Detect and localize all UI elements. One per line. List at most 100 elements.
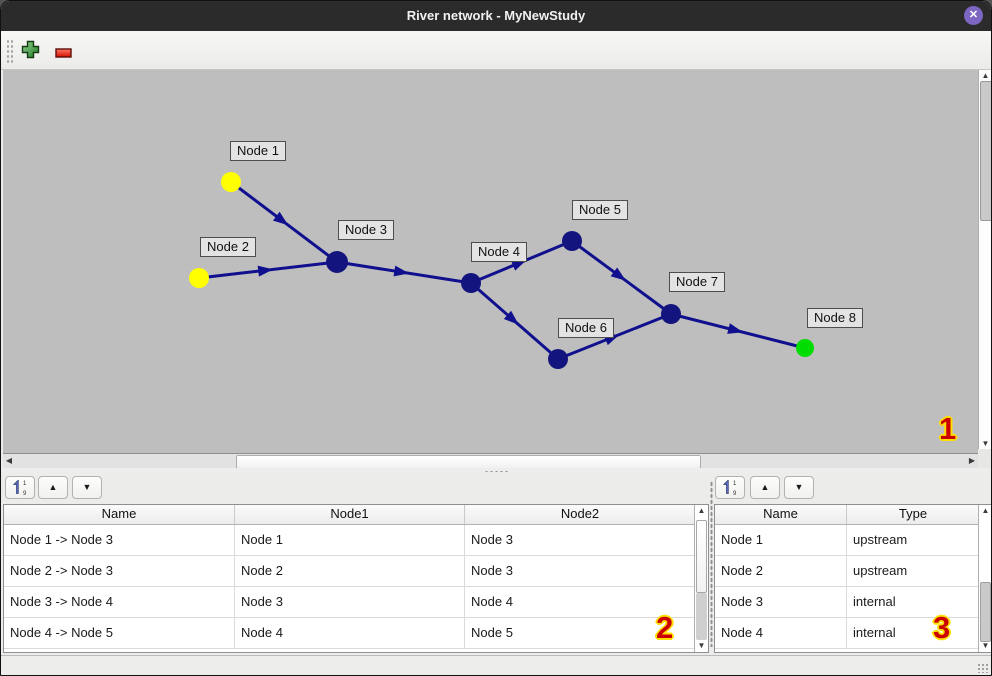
node-label[interactable]: Node 1 [230,141,286,161]
table-cell[interactable]: Node 1 [715,525,847,555]
canvas-vertical-scrollbar[interactable]: ▲ ▼ [978,70,991,449]
table-cell[interactable]: internal [853,594,896,609]
table-cell[interactable]: Node 2 [235,556,465,586]
scroll-track[interactable] [696,593,707,640]
scroll-right-icon[interactable]: ▶ [968,456,976,465]
nodes-move-down-button[interactable]: ▼ [784,476,814,499]
table-cell[interactable]: Node 4 [715,618,847,648]
links-table-scrollbar[interactable]: ▲ ▼ [694,505,708,652]
annotation-2: 2 [656,610,674,645]
status-bar [1,655,991,675]
table-cell[interactable]: Node 5 [471,625,513,640]
annotation-1: 1 [939,411,957,446]
column-header[interactable]: Name [4,505,235,524]
table-cell[interactable]: Node 1 -> Node 3 [4,525,235,555]
node-label[interactable]: Node 5 [572,200,628,220]
node-circle[interactable] [461,273,481,293]
table-cell[interactable]: Node 3 -> Node 4 [4,587,235,617]
vertical-scroll-thumb[interactable] [980,81,991,221]
scroll-up-icon[interactable]: ▲ [981,71,990,80]
edge-arrow-icon [257,265,274,277]
table-row[interactable]: Node 2 upstream [715,556,978,587]
node-circle[interactable] [221,172,241,192]
node-label[interactable]: Node 8 [807,308,863,328]
table-cell[interactable]: Node 2 -> Node 3 [4,556,235,586]
node-circle[interactable] [326,251,348,273]
edge-arrow-icon [510,259,527,271]
title-bar[interactable]: River network - MyNewStudy ✕ [1,1,991,31]
scroll-up-icon[interactable]: ▲ [697,506,706,515]
add-node-button[interactable] [21,40,40,64]
network-canvas[interactable]: Node 1 Node 2 Node 3 Node 4 Node 5 Node 6 Node… [3,70,978,453]
canvas-horizontal-scrollbar[interactable]: ◀ ▶ [3,453,978,469]
table-cell[interactable]: Node 4 [471,594,513,609]
table-cell[interactable]: Node 3 [235,587,465,617]
table-cell[interactable]: Node 2 [715,556,847,586]
node-circle[interactable] [661,304,681,324]
column-header[interactable]: Node2 [560,506,600,521]
scroll-down-icon[interactable]: ▼ [981,439,990,448]
node-label[interactable]: Node 3 [338,220,394,240]
close-button[interactable]: ✕ [964,6,983,25]
table-row[interactable]: Node 3 internal [715,587,978,618]
column-header[interactable]: Name [715,505,847,524]
annotation-3: 3 [933,610,951,645]
resize-grip[interactable] [977,663,989,673]
column-header[interactable]: Node1 [235,505,465,524]
table-row[interactable]: Node 1 upstream [715,525,978,556]
node-label[interactable]: Node 4 [471,242,527,262]
links-move-up-button[interactable]: ▲ [38,476,68,499]
table-cell[interactable]: upstream [853,532,908,547]
edge-arrow-icon [393,265,410,277]
river-network-diagram [189,172,814,369]
table-cell[interactable]: Node 3 [715,587,847,617]
window-title: River network - MyNewStudy [406,8,586,23]
up-triangle-icon: ▲ [760,482,770,492]
table-cell[interactable]: Node 1 [235,525,465,555]
node-label[interactable]: Node 6 [558,318,614,338]
links-move-down-button[interactable]: ▼ [72,476,102,499]
node-label[interactable]: Node 7 [669,272,725,292]
scroll-up-icon[interactable]: ▲ [981,506,990,515]
table-cell[interactable]: Node 4 -> Node 5 [4,618,235,648]
node-circle[interactable] [562,231,582,251]
svg-text:1: 1 [23,481,27,487]
table-cell[interactable]: Node 3 [471,563,513,578]
node-circle[interactable] [548,349,568,369]
scroll-left-icon[interactable]: ◀ [5,456,13,465]
node-circle[interactable] [189,268,209,288]
remove-node-button[interactable] [55,45,72,63]
splitter-handle [710,481,713,647]
scroll-down-icon[interactable]: ▼ [981,641,990,650]
links-sort-button[interactable]: 1 9 [5,476,35,499]
sort-icon: 1 9 [12,479,27,496]
node-label[interactable]: Node 2 [200,237,256,257]
toolbar-drag-handle[interactable] [6,39,14,63]
table-cell[interactable]: Node 3 [471,532,513,547]
node-circle[interactable] [796,339,814,357]
splitter-handle [484,470,510,473]
table-cell[interactable]: Node 4 [235,618,465,648]
nodes-move-up-button[interactable]: ▲ [750,476,780,499]
horizontal-splitter[interactable] [1,468,991,475]
table-cell[interactable]: upstream [853,563,908,578]
scroll-down-icon[interactable]: ▼ [697,641,706,650]
horizontal-scroll-thumb[interactable] [236,455,701,469]
column-header[interactable]: Type [898,506,928,521]
table-cell[interactable]: internal [853,625,896,640]
svg-text:9: 9 [23,491,27,496]
nodes-sort-button[interactable]: 1 9 [715,476,745,499]
scroll-thumb[interactable] [980,582,991,642]
table-row[interactable]: Node 4 internal [715,618,978,649]
nodes-table-scrollbar[interactable]: ▲ ▼ [978,505,991,652]
scroll-thumb[interactable] [696,520,707,593]
table-header-row: Name Type [715,505,978,525]
vertical-splitter[interactable] [709,475,714,653]
